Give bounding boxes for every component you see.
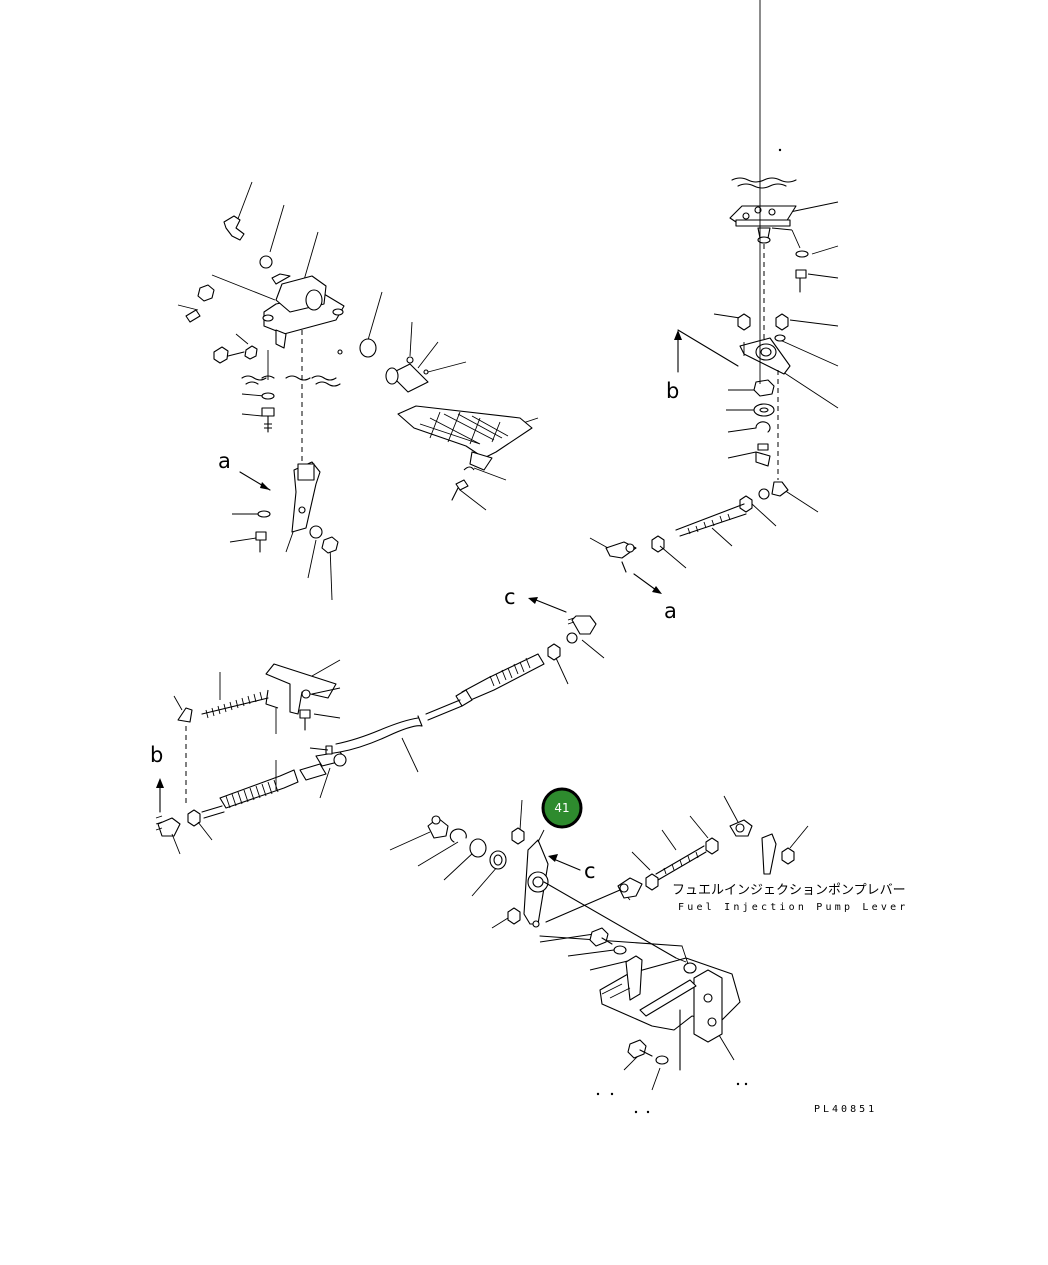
callout-41[interactable]: 41 (537, 787, 583, 843)
section-marker-c-bottom: c (584, 859, 596, 883)
throttle-cable-assembly: c (150, 585, 605, 855)
section-marker-b-left: b (150, 743, 163, 767)
callout-41-number[interactable]: 41 (554, 801, 569, 815)
pump-lever-assembly: c (389, 795, 809, 1114)
annotation-en: Fuel Injection Pump Lever (678, 902, 909, 913)
callout-41-circle[interactable] (541, 787, 583, 829)
section-marker-b-right: b (666, 379, 679, 403)
upper-linkage-assembly: b a (589, 0, 839, 623)
section-marker-a-top: a (218, 449, 231, 473)
pedal-assembly: a (177, 181, 539, 601)
section-marker-a-right: a (664, 599, 677, 623)
section-marker-c-top: c (504, 585, 516, 609)
drawing-number: PL40851 (814, 1104, 877, 1115)
annotation-jp: フュエルインジェクションポンプレバー (672, 883, 906, 898)
